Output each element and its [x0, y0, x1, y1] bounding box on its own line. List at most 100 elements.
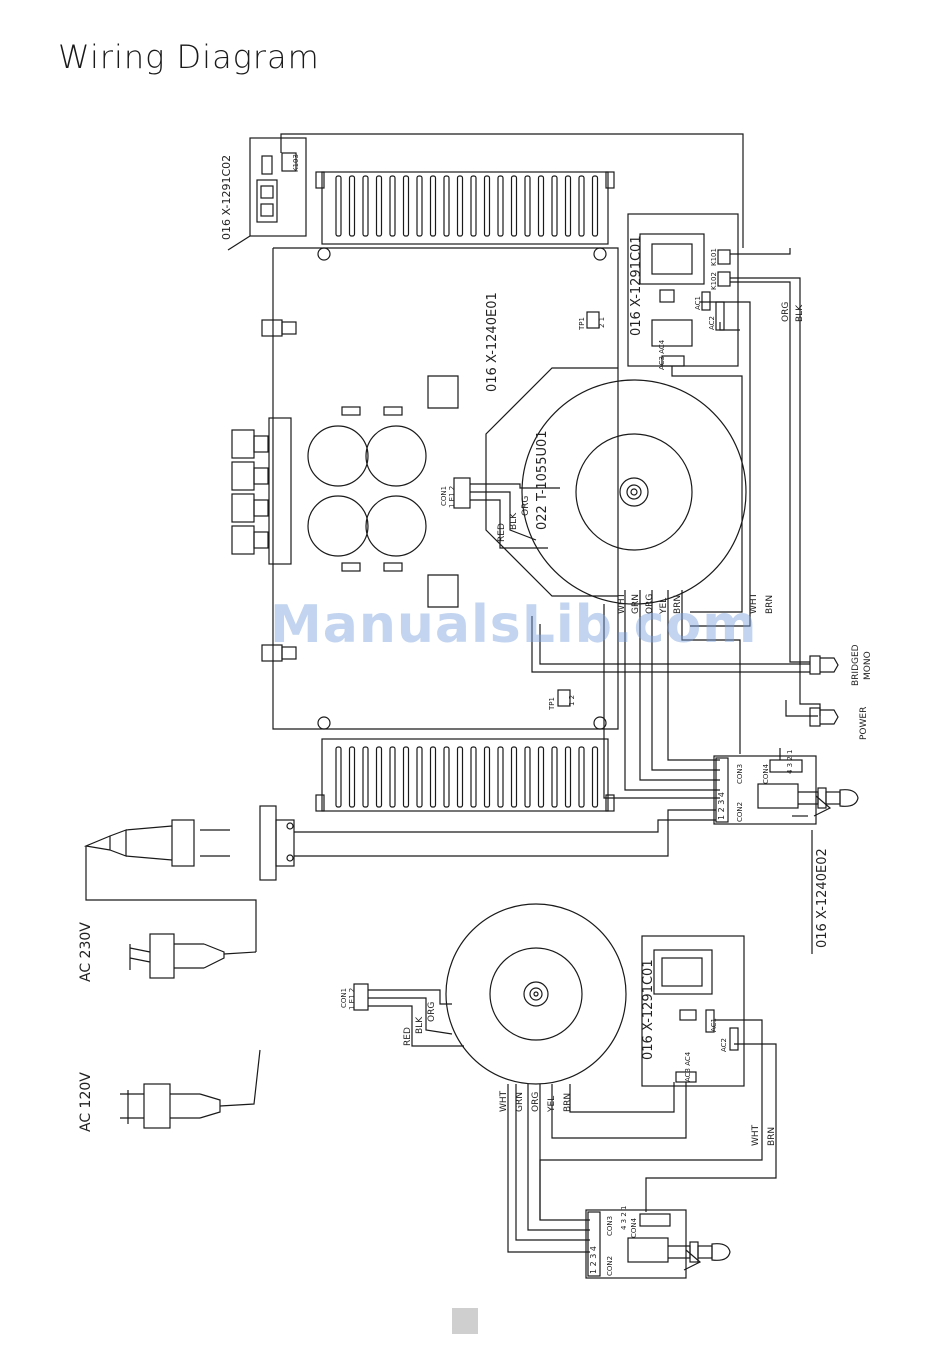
switch-board-label: 016 X-1240E02 [815, 848, 830, 948]
tp1-upper-label: TP1 [578, 317, 586, 331]
relay-board-upper-label: 016 X-1291C01 [629, 235, 644, 336]
lower-toroid [445, 903, 627, 1085]
heatsink-fin [335, 746, 342, 808]
heatsink-fin [362, 175, 369, 237]
wire-grn-lower: GRN [515, 1092, 525, 1112]
con2-upper-pins: 1 2 3 4 [717, 792, 726, 820]
heatsink-fin [429, 175, 437, 237]
con2-lower-pins: 1 2 3 4 [589, 1246, 598, 1274]
heatsink-fin [591, 175, 599, 237]
heatsink-fin [551, 746, 558, 808]
iec-socket [259, 805, 295, 881]
heatsink-fin [443, 746, 450, 808]
wire-red-lower: RED [403, 1027, 413, 1046]
switch-board-upper [713, 755, 859, 954]
power-label: POWER [859, 707, 869, 740]
wire-brn-relay: BRN [765, 595, 775, 614]
heatsink-fin [537, 746, 545, 808]
wire-org2-lower: ORG [531, 1092, 541, 1112]
ac230-plug-cord [83, 819, 257, 979]
con1-upper-pins: 1 E1 2 [448, 486, 456, 508]
ac230-label: AC 230V [78, 922, 94, 982]
heatsink-fin [362, 746, 369, 808]
power-jack [809, 707, 839, 727]
wire-org-lower: ORG [427, 1002, 437, 1022]
amp-board [231, 247, 619, 730]
heatsink-fin [483, 175, 491, 237]
ac1-upper-label: AC1 [694, 296, 702, 310]
k101-label: K101 [710, 248, 718, 266]
page-number-box [452, 1308, 478, 1334]
heatsink-fin [578, 746, 585, 808]
ac3-ac4-upper-label: AC3 AC4 [658, 339, 666, 370]
con2-lower-label: CON2 [606, 1256, 614, 1276]
aux-board [227, 133, 744, 251]
wire-brn-relay-lower: BRN [767, 1127, 777, 1146]
heatsink-fin [537, 175, 545, 237]
wire-blk-lower: BLK [415, 1016, 425, 1034]
heatsink-fin [335, 175, 342, 237]
wire-brn-lower: BRN [563, 1093, 573, 1112]
lower-heatsink [315, 738, 615, 812]
tp1-upper-pins: 2 1 [598, 317, 606, 328]
heatsink-fin [497, 746, 504, 808]
wire-grn-upper: GRN [631, 594, 641, 614]
amp-board-label: 016 X-1240E01 [485, 292, 500, 392]
wire-wht-relay-lower: WHT [751, 1124, 761, 1146]
heatsink-fin [443, 175, 450, 237]
aux-connector-label: K103 [292, 154, 300, 172]
wire-org2-upper: ORG [645, 594, 655, 614]
relay-board-lower [641, 935, 745, 1087]
heatsink-fin [564, 175, 572, 237]
con1-lower-pins: 1 E1 2 [348, 988, 356, 1010]
ac2-lower-label: AC2 [720, 1038, 728, 1052]
heatsink-fin [591, 746, 599, 808]
con4-lower-pins: 4 3 2 1 [620, 1206, 628, 1231]
heatsink-fin [470, 175, 477, 237]
k102-label: K102 [710, 272, 718, 290]
heatsink-fin [389, 175, 396, 237]
tp1-lower-label: TP1 [548, 697, 556, 711]
heatsink-fin [524, 746, 531, 808]
heatsink-fin [497, 175, 504, 237]
ac2-upper-label: AC2 [708, 316, 716, 330]
heatsink-fin [348, 746, 356, 808]
con4-upper-pins: 4 3 2 1 [786, 750, 794, 775]
aux-board-label: 016 X-1291C02 [220, 155, 233, 240]
heatsink-fin [470, 746, 477, 808]
wire-blk-upper: BLK [509, 512, 519, 530]
heatsink-fin [564, 746, 572, 808]
heatsink-fin [416, 746, 423, 808]
con1-upper-label: CON1 [440, 486, 448, 506]
wire-red-upper: RED [497, 523, 507, 542]
bridged-label: BRIDGED [851, 644, 861, 686]
relay-board-upper [627, 213, 739, 367]
con3-lower-label: CON3 [606, 1216, 614, 1236]
heatsink-fin [375, 746, 383, 808]
watermark: ManualsLib.com [270, 595, 758, 655]
relay-board-lower-label: 016 X-1291C01 [641, 959, 656, 1060]
heatsink-fin [456, 175, 464, 237]
tp1-lower-pins: 1 2 [568, 695, 576, 706]
heatsink-fin [402, 175, 410, 237]
wire-blk-relay: BLK [795, 304, 805, 322]
heatsink-fin [456, 746, 464, 808]
page-title: Wiring Diagram [58, 38, 320, 76]
upper-toroid [521, 379, 747, 605]
heatsink-fin [524, 175, 531, 237]
wire-yel-upper: YEL [659, 598, 669, 615]
bridged-mono-jack [809, 655, 839, 675]
wire-wht-lower: WHT [499, 1090, 509, 1112]
heatsink-fin [389, 746, 396, 808]
wire-yel-lower: YEL [547, 1096, 557, 1113]
wire-org-relay: ORG [781, 302, 791, 322]
heatsink-fin [402, 746, 410, 808]
con1-lower-label: CON1 [340, 988, 348, 1008]
ac3-ac4-lower-label: AC3 AC4 [684, 1051, 692, 1082]
con3-upper-label: CON3 [736, 764, 744, 784]
heatsink-fin [510, 175, 518, 237]
wire-wht-relay: WHT [749, 592, 759, 614]
con4-upper-label: CON4 [762, 763, 770, 784]
con2-upper-label: CON2 [736, 802, 744, 822]
